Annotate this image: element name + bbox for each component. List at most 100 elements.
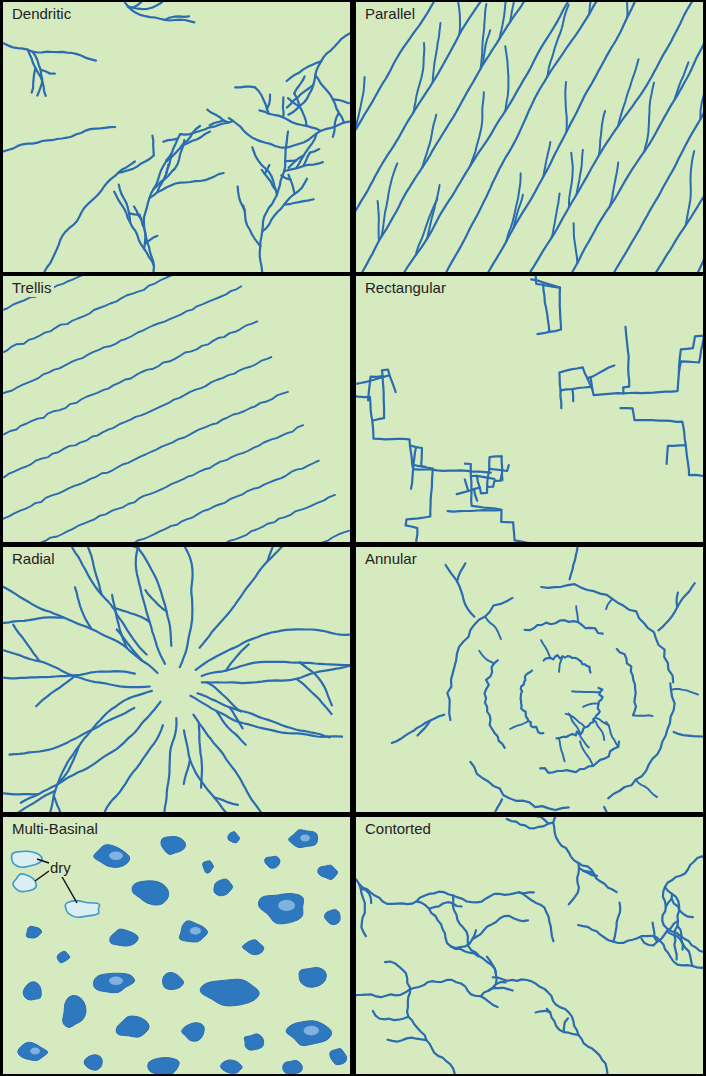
stream-line [606,599,612,609]
stream-line [56,725,162,812]
stream-line [623,327,629,393]
stream-line [513,195,523,229]
stream-line [184,760,190,784]
lake-basin [57,951,70,963]
stream-line [3,793,39,794]
stream-line [3,425,303,542]
stream-line [191,696,343,737]
stream-line [356,2,486,272]
leader-line [37,859,49,863]
stream-line [471,456,502,493]
lake-basin [221,1060,243,1073]
stream-line [422,115,436,168]
stream-line [540,742,619,773]
stream-line [385,962,456,1075]
stream-line [569,863,579,904]
lake-shallow [278,900,295,911]
stream-line [252,147,277,195]
stream-line [3,42,96,61]
pattern-panel: Multi-Basinaldry [3,817,350,1074]
stream-line [674,732,703,749]
lake-basin [228,832,240,843]
stream-line [570,547,581,579]
stream-line [229,118,350,147]
stream-line [457,488,480,495]
stream-line [510,721,528,729]
stream-line [9,791,55,812]
stream-line [406,446,433,543]
lake-basin [132,881,169,905]
stream-line [541,584,673,682]
stream-line [294,76,304,93]
lake-basin [258,893,303,923]
lake-basin [324,910,340,925]
stream-line [474,489,477,501]
lake-basin [179,921,207,942]
stream-line [571,389,574,401]
stream-line [197,693,329,737]
stream-line [10,708,135,755]
stream-line [593,719,604,740]
stream-line [487,475,502,487]
drainage-illustration [356,276,703,542]
stream-line [43,162,135,273]
stream-line [564,1018,568,1032]
stream-line [485,660,505,748]
stream-line [612,2,703,272]
stream-line [297,679,332,714]
lake-basin [23,982,41,1000]
stream-line [260,132,288,272]
stream-line [207,110,228,123]
stream-line [3,669,135,678]
lake-basin [265,856,280,868]
stream-line [243,206,260,247]
pattern-panel: Annular [356,547,703,812]
drainage-illustration [3,2,350,272]
lake-shallow [109,852,123,860]
stream-line [130,213,140,214]
stream-line [43,691,152,812]
pattern-panel: Parallel [356,2,703,272]
lake-basin [116,1016,149,1037]
stream-line [521,671,544,734]
annotation-label: dry [49,859,72,877]
stream-line [110,547,138,548]
stream-line [565,82,567,132]
stream-line [3,276,196,393]
lake-basin [148,1057,179,1074]
stream-line [359,884,366,937]
stream-line [172,547,193,667]
lake-basin [214,879,233,896]
stream-line [448,510,502,512]
pattern-panel: Rectangular [356,276,703,542]
pattern-title: Contorted [362,820,434,838]
pattern-panel: Trellis [3,276,350,542]
lake-basin [330,1049,347,1065]
stream-line [411,447,416,489]
stream-line [315,75,343,122]
stream-line [184,730,247,812]
stream-line [541,640,550,658]
stream-line [528,2,697,272]
drainage-illustration [3,547,350,812]
stream-line [372,370,395,421]
pattern-title: Dendritic [9,5,74,23]
stream-line [152,136,153,156]
stream-line [37,81,42,95]
stream-line [583,703,598,706]
stream-line [202,662,350,676]
stream-line [658,583,694,630]
lake-basin [299,967,326,987]
stream-line [569,153,573,208]
stream-line [485,617,501,640]
stream-line [621,408,704,476]
stream-line [3,640,150,687]
stream-line [28,50,46,96]
lake-shallow [30,1048,40,1055]
stream-line [548,5,569,77]
stream-line [118,156,153,173]
stream-line [255,87,269,113]
stream-line [636,780,657,798]
stream-line [618,59,638,126]
